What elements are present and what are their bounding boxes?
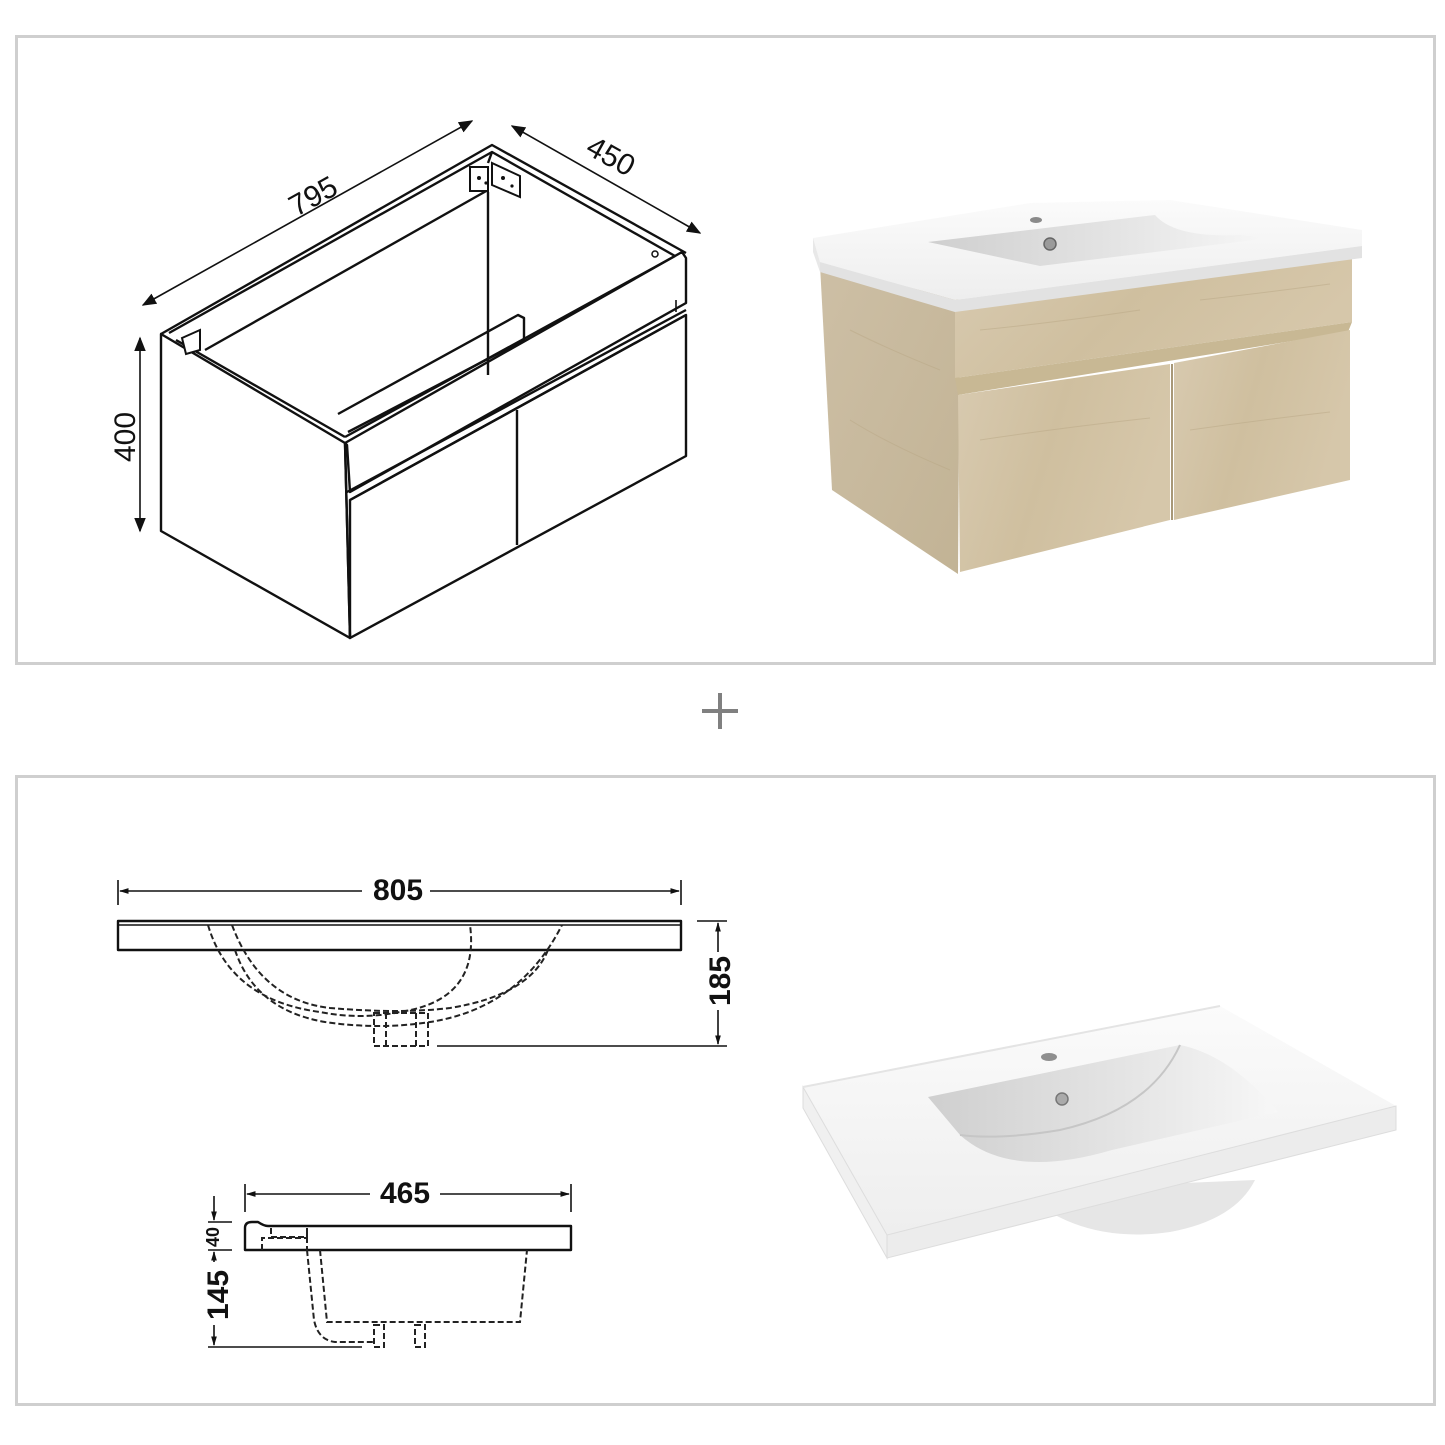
overflow-drain-icon — [1055, 1092, 1069, 1106]
svg-text:40: 40 — [203, 1227, 223, 1247]
basin-width-dimension: 805 — [117, 874, 682, 907]
overflow-drain-icon — [1043, 237, 1057, 251]
cabinet-outline — [159, 143, 688, 640]
svg-text:145: 145 — [202, 1270, 235, 1320]
svg-text:805: 805 — [373, 874, 423, 907]
svg-text:400: 400 — [109, 412, 142, 462]
rim-height-dimension: 40 — [203, 1196, 232, 1251]
tap-hole-icon — [1030, 217, 1042, 223]
svg-text:185: 185 — [704, 956, 737, 1006]
svg-text:465: 465 — [380, 1177, 430, 1210]
height-dimension: 400 — [109, 336, 146, 533]
bowl-height-dimension: 145 — [202, 1251, 362, 1348]
basin-depth-dimension: 465 — [244, 1177, 572, 1212]
tap-hole-icon — [1041, 1053, 1057, 1061]
basin-height-dimension: 185 — [437, 920, 737, 1047]
plus-icon — [702, 693, 738, 729]
